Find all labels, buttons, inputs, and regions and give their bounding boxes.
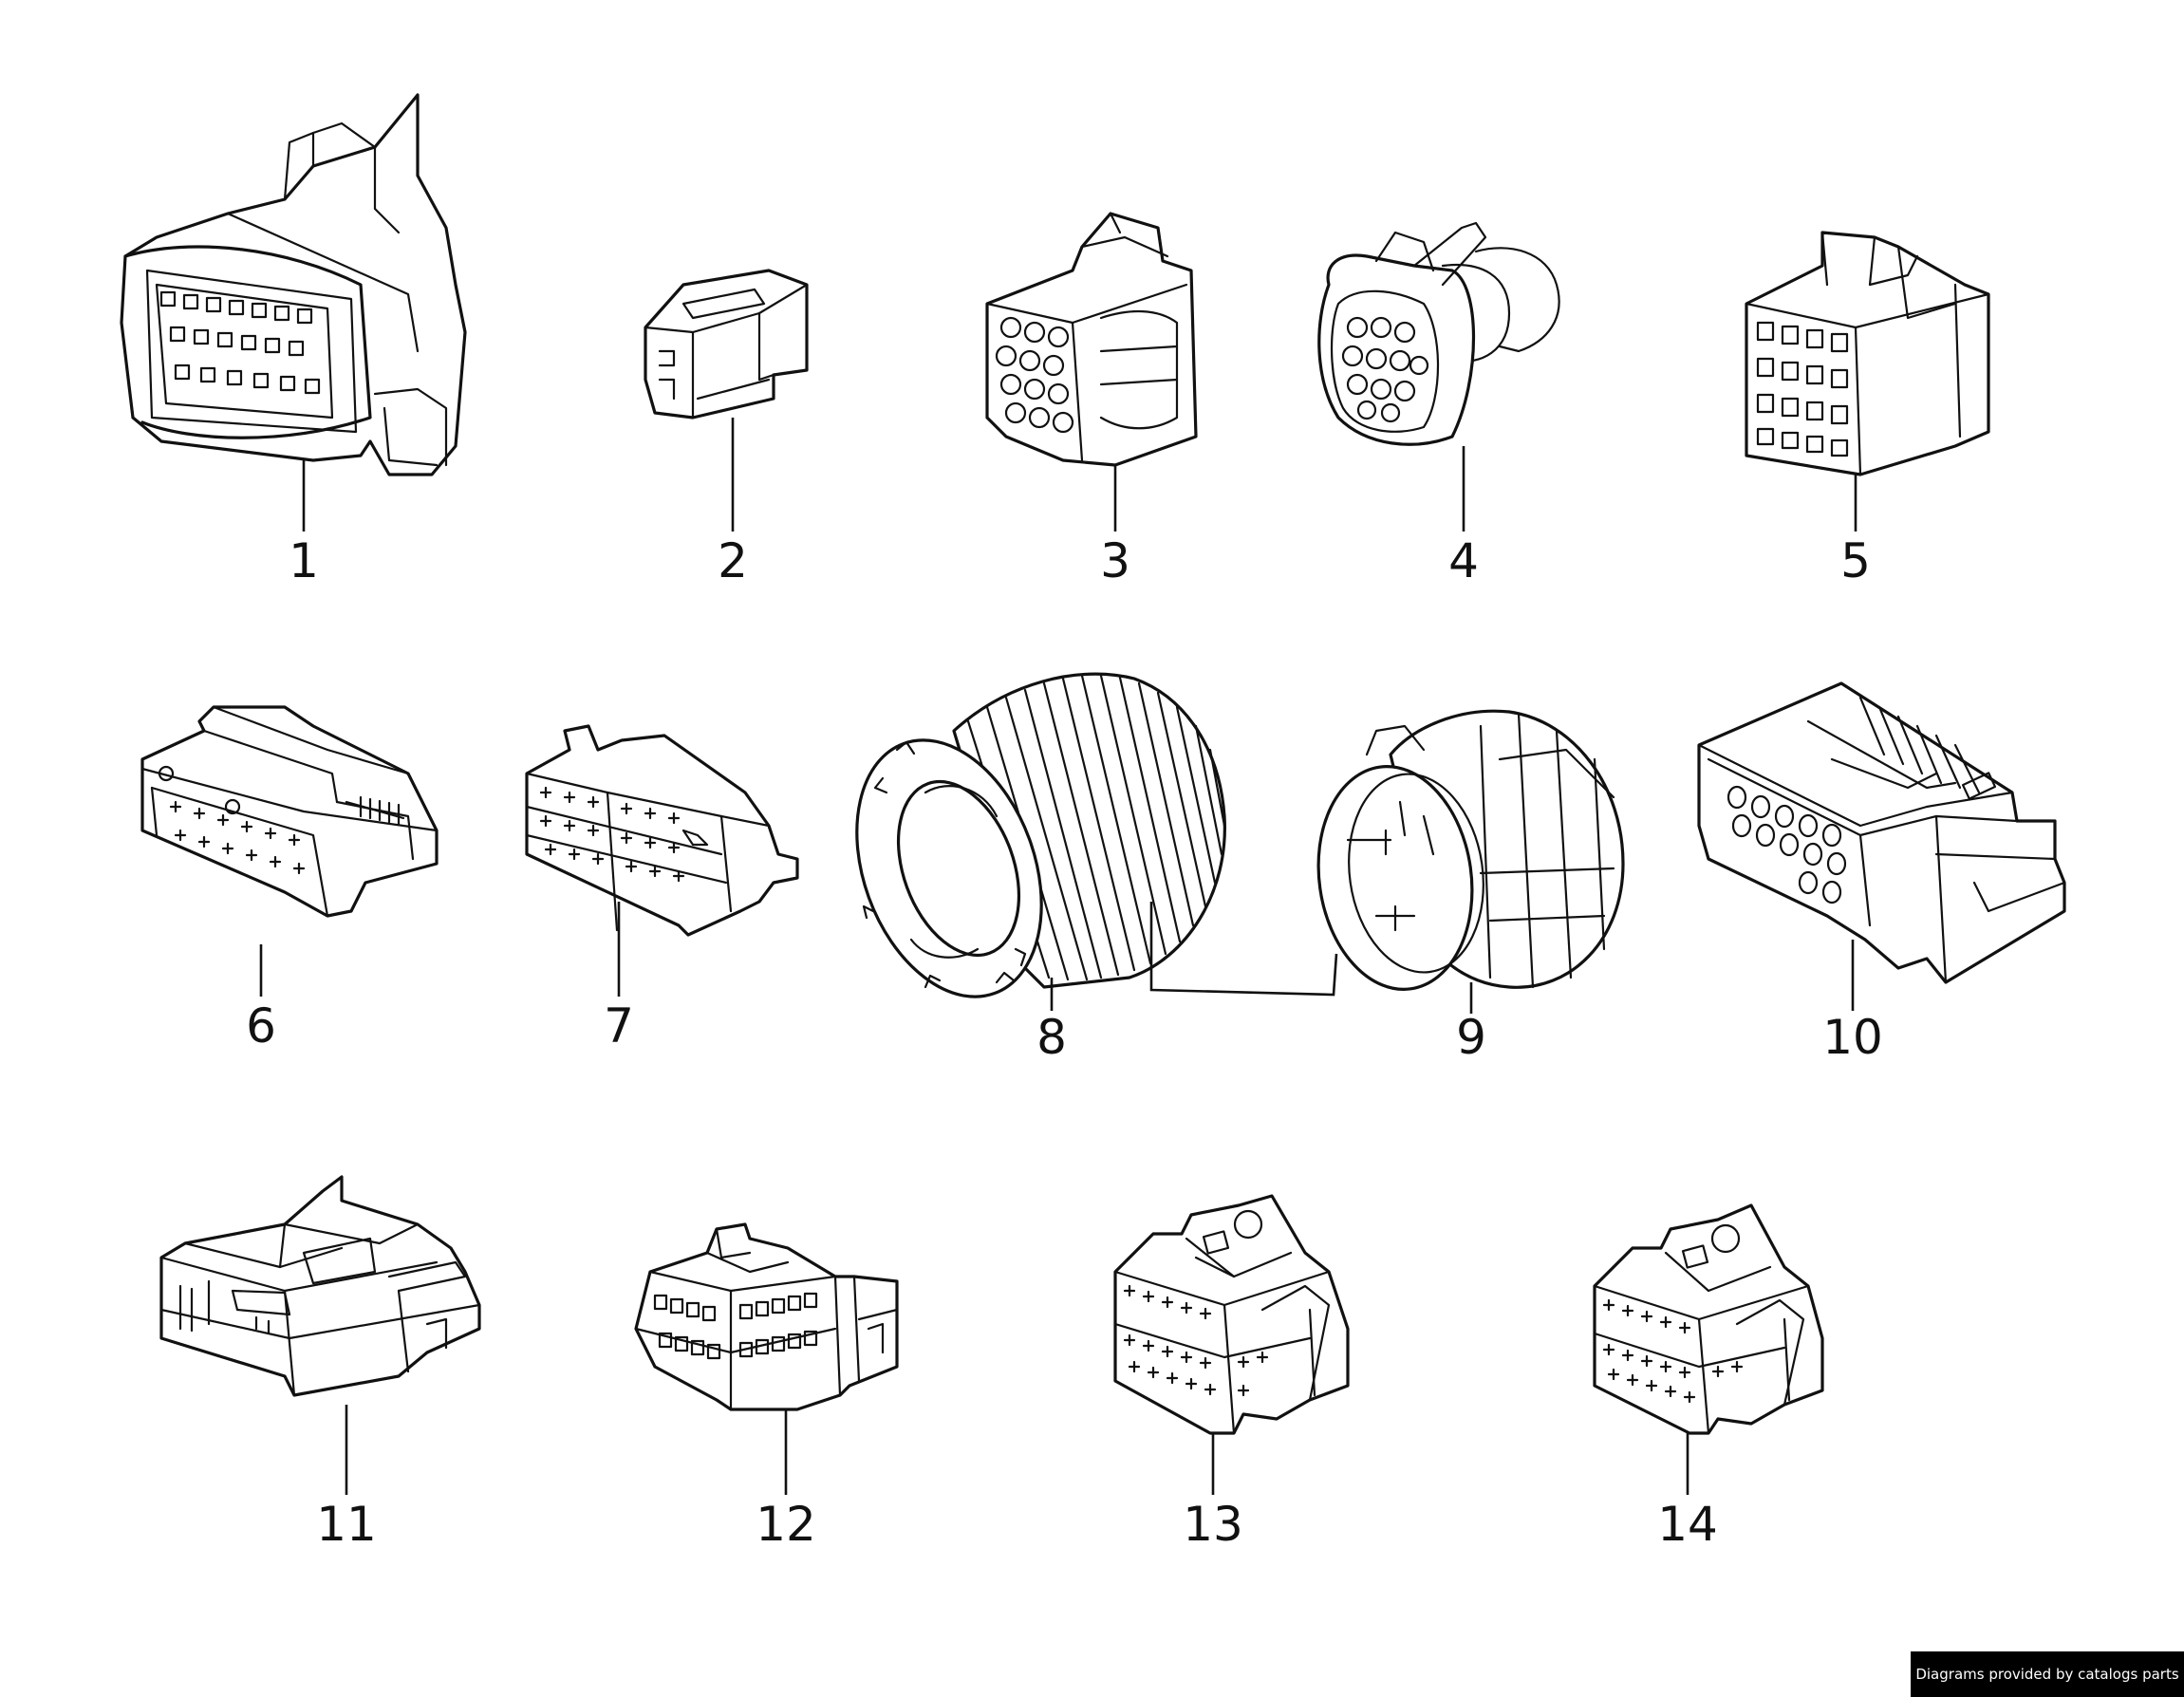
part-14-connector[interactable]: [1593, 1203, 1824, 1435]
leader-8-9-link: [1149, 902, 1338, 997]
part-2-connector[interactable]: [644, 269, 809, 420]
part-label-4: 4: [1448, 533, 1479, 588]
part-12-connector[interactable]: [634, 1222, 899, 1411]
part-label-8: 8: [1036, 1010, 1067, 1065]
part-label-2: 2: [718, 533, 748, 588]
part-11-connector[interactable]: [159, 1175, 481, 1397]
part-label-3: 3: [1100, 533, 1130, 588]
part-7-connector[interactable]: [525, 724, 799, 937]
part-4-connector[interactable]: [1317, 221, 1560, 446]
part-label-12: 12: [756, 1497, 816, 1552]
part-label-10: 10: [1822, 1010, 1883, 1065]
part-label-11: 11: [316, 1497, 377, 1552]
part-label-6: 6: [246, 998, 276, 1054]
part-label-14: 14: [1657, 1497, 1718, 1552]
part-1-connector[interactable]: [120, 93, 467, 476]
part-13-connector[interactable]: [1113, 1194, 1350, 1435]
part-3-connector[interactable]: [985, 212, 1198, 467]
part-label-13: 13: [1183, 1497, 1243, 1552]
part-label-5: 5: [1840, 533, 1871, 588]
part-label-1: 1: [289, 533, 319, 588]
part-8-connector[interactable]: [824, 672, 1226, 1022]
part-label-7: 7: [604, 998, 634, 1054]
part-label-9: 9: [1456, 1010, 1486, 1065]
part-10-connector[interactable]: [1697, 681, 2066, 984]
part-9-connector[interactable]: [1304, 709, 1625, 999]
credit-banner: Diagrams provided by catalogs parts: [1911, 1651, 2184, 1697]
part-5-connector[interactable]: [1745, 231, 1990, 476]
part-6-connector[interactable]: [140, 705, 439, 918]
